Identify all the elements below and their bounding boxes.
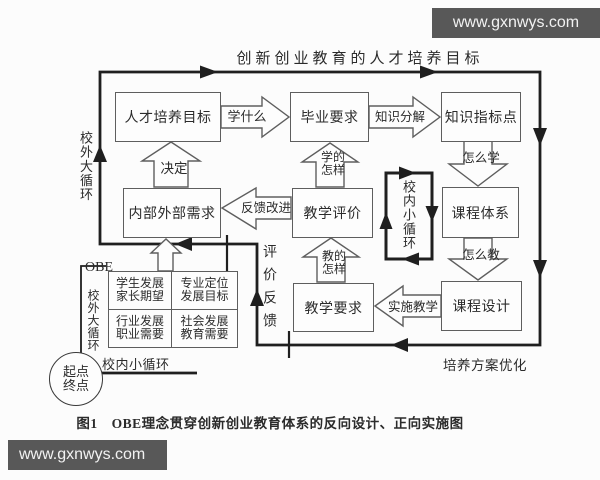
label-knowledge-decompose: 知识分解 — [374, 110, 425, 124]
diagram-title-top: 创新创业教育的人才培养目标 — [236, 51, 484, 67]
grid-cell-industry: 行业发展 职业需要 — [109, 309, 172, 347]
start-end-line2: 终点 — [62, 378, 89, 393]
grid-cell-text: 学生发展 — [115, 276, 164, 291]
arrow-needs-source — [149, 238, 183, 272]
label-outer-cycle-top: 校外大循环 — [78, 131, 93, 202]
arrow-implement-teaching — [373, 284, 442, 328]
label-implement-teaching: 实施教学 — [387, 300, 438, 314]
arrow-how-to-teach — [446, 237, 510, 281]
node-knowledge-points: 知识指标点 — [441, 92, 521, 142]
grid-cell-text: 社会发展 — [180, 314, 229, 329]
grid-cell-text: 发展目标 — [180, 289, 229, 304]
label-learned-how: 学的 怎样 — [303, 151, 363, 177]
grid-cell-text: 专业定位 — [180, 276, 229, 291]
arrow-taught-how — [300, 237, 362, 283]
arrowhead-eval-up-icon — [250, 289, 264, 306]
start-end-circle: 起点 终点 — [49, 352, 103, 406]
label-outer-cycle-bottom: 校外大循环 — [86, 289, 100, 352]
label-taught-how: 教的 怎样 — [304, 250, 364, 276]
node-course-design: 课程设计 — [441, 281, 522, 331]
node-graduation-req: 毕业要求 — [290, 92, 369, 142]
arrow-learned-how — [299, 142, 361, 188]
label-decide: 决定 — [160, 161, 188, 176]
needs-grid: 学生发展 家长期望 专业定位 发展目标 行业发展 职业需要 社会发展 教育需要 — [108, 271, 238, 348]
label-plan-optimize: 培养方案优化 — [443, 358, 527, 373]
arrow-feedback-improve — [220, 186, 292, 231]
label-obe: OBE — [85, 260, 113, 275]
arrow-knowledge-decompose — [368, 95, 442, 139]
grid-cell-text: 职业需要 — [115, 327, 164, 342]
grid-cell-society: 社会发展 教育需要 — [172, 310, 237, 348]
figure-caption: 图1 OBE理念贯穿创新创业教育体系的反向设计、正向实施图 — [76, 416, 464, 431]
label-how-to-teach: 怎么教 — [462, 248, 500, 262]
label-eval-feedback: 评价反馈 — [261, 244, 276, 336]
grid-cell-text: 家长期望 — [115, 289, 164, 304]
label-taught-how-line1: 教的 — [321, 249, 346, 263]
label-inner-cycle-bottom: 校内小循环 — [102, 357, 170, 372]
label-learn-what: 学什么 — [227, 109, 267, 124]
watermark-bottom: www.gxnwys.com — [8, 440, 167, 470]
label-learned-how-line1: 学的 — [320, 150, 345, 164]
arrowhead-right-down-1-icon — [533, 128, 547, 146]
grid-cell-text: 教育需要 — [180, 327, 229, 342]
watermark-top: www.gxnwys.com — [432, 8, 600, 38]
label-inner-cycle-loop: 校内小循环 — [401, 180, 416, 250]
inner-loop-path — [384, 171, 434, 261]
arrowhead-needs-left-icon — [175, 237, 192, 251]
arrowhead-left-up-icon — [93, 145, 107, 162]
start-end-line1: 起点 — [62, 364, 89, 379]
arrow-learn-what — [220, 95, 291, 139]
arrowhead-top-1-icon — [200, 65, 218, 79]
inner-loop-arrow-down-icon — [425, 206, 439, 222]
obe-bracket-line — [80, 265, 106, 353]
inner-loop-arrow-right-icon — [399, 166, 416, 180]
inner-loop-arrow-left-icon — [402, 252, 419, 266]
arrowhead-top-2-icon — [420, 65, 438, 79]
label-taught-how-line2: 怎样 — [321, 262, 346, 276]
node-course-system: 课程体系 — [442, 187, 519, 238]
arrow-how-to-learn — [446, 140, 510, 187]
arrowhead-right-down-2-icon — [533, 260, 547, 278]
grid-cell-major: 专业定位 发展目标 — [172, 272, 237, 310]
label-how-to-learn: 怎么学 — [462, 151, 500, 165]
node-internal-external-needs: 内部外部需求 — [123, 188, 221, 238]
node-talent-goal: 人才培养目标 — [115, 92, 221, 142]
node-teaching-req: 教学要求 — [293, 283, 374, 332]
grid-cell-text: 行业发展 — [115, 314, 164, 329]
grid-cell-students: 学生发展 家长期望 — [109, 272, 172, 310]
inner-loop-arrow-up-icon — [379, 212, 393, 229]
arrow-decide — [139, 141, 203, 188]
label-feedback-improve: 反馈改进 — [240, 201, 291, 215]
node-teaching-eval: 教学评价 — [292, 188, 373, 238]
label-learned-how-line2: 怎样 — [320, 163, 345, 177]
arrowhead-bottom-left-icon — [391, 338, 408, 352]
big-loop-path — [98, 70, 542, 347]
